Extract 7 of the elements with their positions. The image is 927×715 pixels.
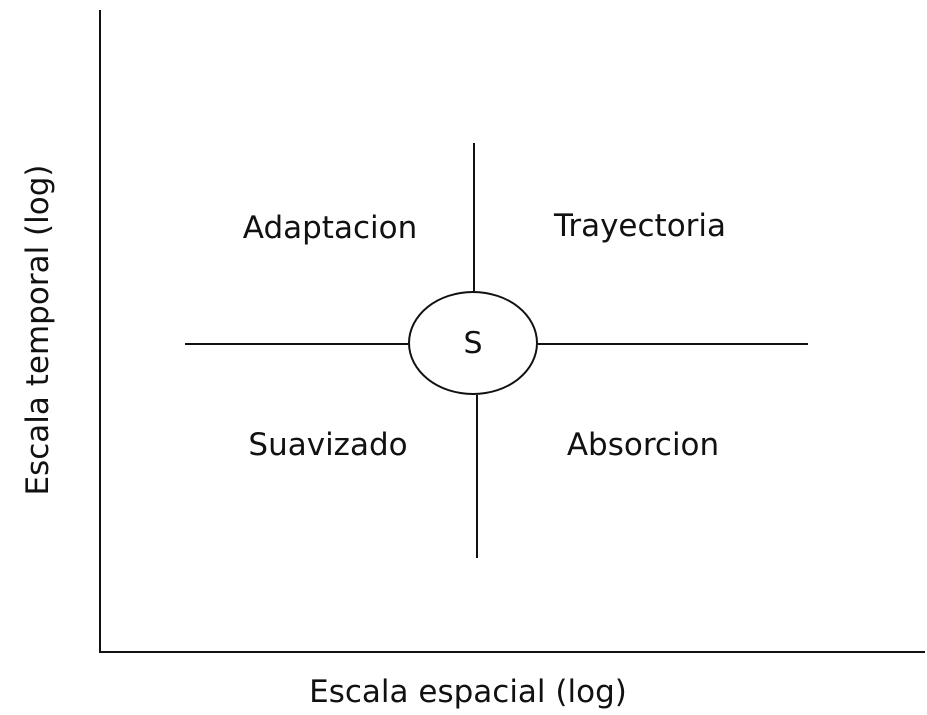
quadrant-label: Adaptacion	[242, 210, 418, 246]
node-label: S	[463, 326, 483, 360]
quadrant-label: Suavizado	[248, 427, 408, 463]
axis-title: Escala temporal (log)	[20, 164, 56, 496]
axis-title: Escala espacial (log)	[309, 674, 627, 710]
quadrant-label: Absorcion	[566, 427, 720, 463]
quadrant-label: Trayectoria	[554, 208, 726, 244]
